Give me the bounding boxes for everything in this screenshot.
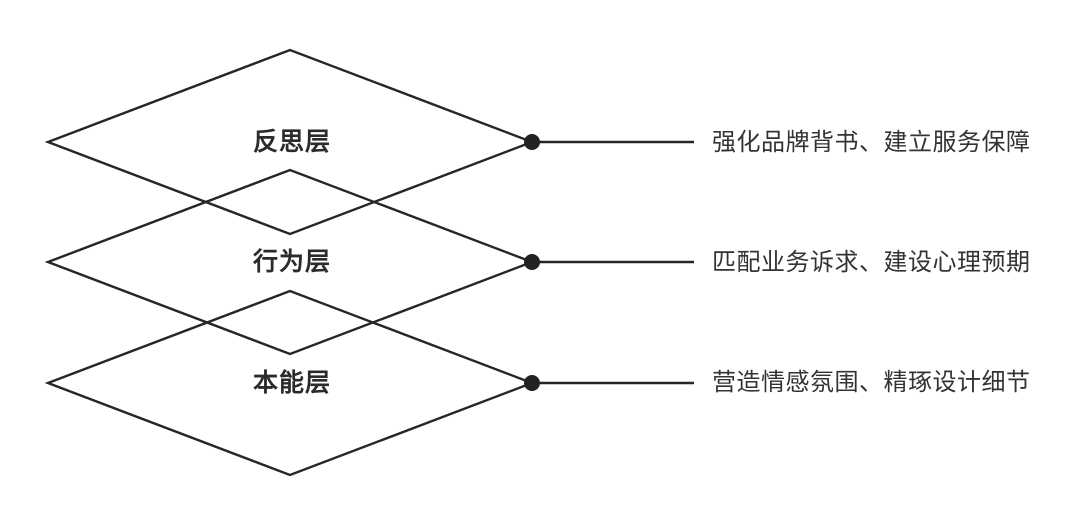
layer-label-reflective: 反思层	[252, 128, 331, 156]
layer-label-visceral: 本能层	[252, 369, 331, 397]
connector-dot-behavioral	[524, 254, 540, 270]
layer-label-behavioral: 行为层	[252, 248, 331, 276]
annotation-reflective: 强化品牌背书、建立服务保障	[712, 129, 1031, 156]
annotation-visceral: 营造情感氛围、精琢设计细节	[712, 369, 1031, 396]
connector-dot-reflective	[524, 134, 540, 150]
annotation-behavioral: 匹配业务诉求、建设心理预期	[712, 249, 1031, 276]
connector-dot-visceral	[524, 375, 540, 391]
